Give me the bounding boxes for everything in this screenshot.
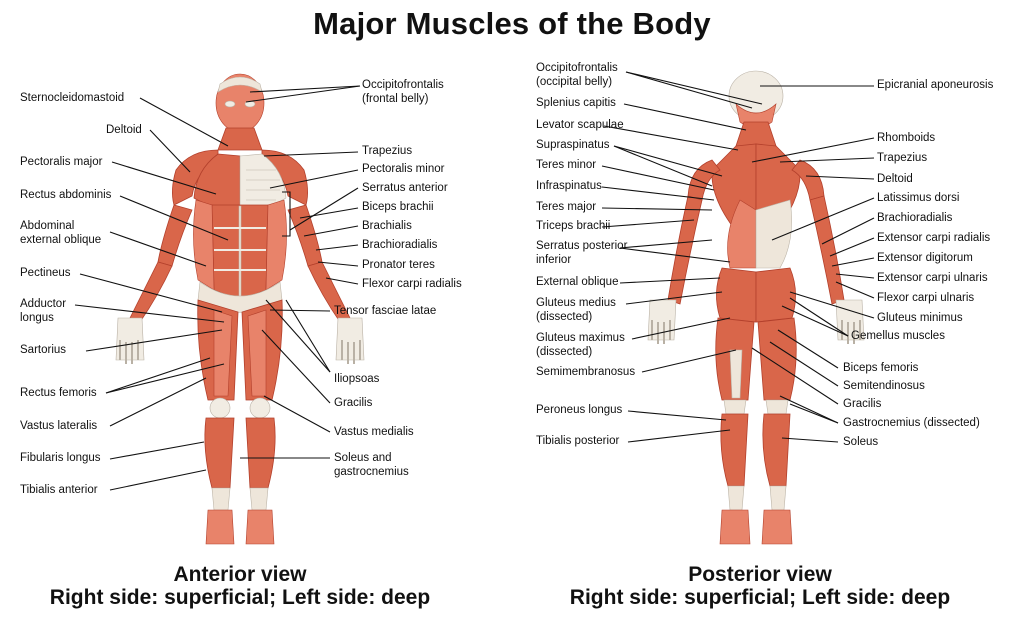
label-extensor-carpi-ulnaris: Extensor carpi ulnaris — [877, 272, 988, 284]
label-gluteus-medius: Gluteus medius (dissected) — [536, 297, 616, 323]
label-gluteus-minimus: Gluteus minimus — [877, 312, 963, 324]
label-flexor-carpi-radialis: Flexor carpi radialis — [362, 278, 462, 290]
label-serratus-posterior-inferior: Serratus posterior inferior — [536, 240, 628, 266]
label-teres-major: Teres major — [536, 201, 597, 213]
label-gemellus-muscles: Gemellus muscles — [851, 330, 945, 342]
label-soleus-posterior: Soleus — [843, 436, 879, 448]
label-supraspinatus: Supraspinatus — [536, 139, 610, 151]
label-vastus-lateralis: Vastus lateralis — [20, 420, 98, 432]
posterior-figure — [647, 70, 865, 545]
label-fibularis-longus: Fibularis longus — [20, 452, 101, 464]
label-pronator-teres: Pronator teres — [362, 259, 435, 271]
posterior-view-title: Posterior view — [688, 563, 832, 586]
anterior-figure — [115, 73, 365, 545]
label-gluteus-maximus: Gluteus maximus (dissected) — [536, 332, 625, 358]
label-brachialis: Brachialis — [362, 220, 412, 232]
label-triceps-brachii: Triceps brachii — [536, 220, 611, 232]
label-pectineus: Pectineus — [20, 267, 71, 279]
label-abdominal-external-oblique: Abdominal external oblique — [20, 220, 102, 246]
label-serratus-anterior: Serratus anterior — [362, 182, 448, 194]
label-gastrocnemius-dissected: Gastrocnemius (dissected) — [843, 417, 980, 429]
label-external-oblique: External oblique — [536, 276, 619, 288]
anterior-right-leaders — [240, 85, 361, 459]
label-tibialis-posterior: Tibialis posterior — [536, 435, 620, 447]
label-tibialis-anterior: Tibialis anterior — [20, 484, 98, 496]
label-brachioradialis-anterior: Brachioradialis — [362, 239, 438, 251]
label-rectus-femoris: Rectus femoris — [20, 387, 97, 399]
label-vastus-medialis: Vastus medialis — [334, 426, 414, 438]
posterior-left-leaders — [601, 71, 763, 443]
page-title: Major Muscles of the Body — [313, 6, 711, 41]
posterior-caption: Posterior view Right side: superficial; … — [520, 563, 1000, 609]
label-trapezius-posterior: Trapezius — [877, 152, 928, 164]
label-flexor-carpi-ulnaris: Flexor carpi ulnaris — [877, 292, 975, 304]
label-occipitofrontalis-frontal: Occipitofrontalis (frontal belly) — [362, 79, 444, 105]
label-soleus-gastrocnemius: Soleus and gastrocnemius — [334, 452, 409, 478]
label-splenius-capitis: Splenius capitis — [536, 97, 616, 109]
label-pectoralis-minor: Pectoralis minor — [362, 163, 445, 175]
label-extensor-carpi-radialis: Extensor carpi radialis — [877, 232, 991, 244]
label-extensor-digitorum: Extensor digitorum — [877, 252, 973, 264]
posterior-view-subtitle: Right side: superficial; Left side: deep — [569, 586, 951, 609]
anterior-view-subtitle: Right side: superficial; Left side: deep — [49, 586, 431, 609]
label-iliopsoas: Iliopsoas — [334, 373, 380, 385]
label-gracilis-anterior: Gracilis — [334, 397, 373, 409]
label-infraspinatus: Infraspinatus — [536, 180, 602, 192]
label-deltoid-anterior: Deltoid — [106, 124, 142, 136]
label-biceps-brachii: Biceps brachii — [362, 201, 434, 213]
anterior-caption: Anterior view Right side: superficial; L… — [0, 563, 480, 609]
label-sartorius: Sartorius — [20, 344, 67, 356]
label-tensor-fasciae-latae: Tensor fasciae latae — [334, 305, 437, 317]
label-latissimus-dorsi: Latissimus dorsi — [877, 192, 960, 204]
label-biceps-femoris: Biceps femoris — [843, 362, 919, 374]
posterior-right-leaders — [751, 85, 875, 443]
label-brachioradialis-posterior: Brachioradialis — [877, 212, 953, 224]
label-pectoralis-major: Pectoralis major — [20, 156, 103, 168]
label-occipitofrontalis-occipital: Occipitofrontalis (occipital belly) — [536, 62, 618, 88]
label-gracilis-posterior: Gracilis — [843, 398, 882, 410]
label-adductor-longus: Adductor longus — [20, 298, 67, 324]
label-deltoid-posterior: Deltoid — [877, 173, 913, 185]
label-semitendinosus: Semitendinosus — [843, 380, 925, 392]
label-teres-minor: Teres minor — [536, 159, 597, 171]
anterior-view-title: Anterior view — [173, 563, 307, 586]
label-trapezius-anterior: Trapezius — [362, 145, 413, 157]
label-rectus-abdominis: Rectus abdominis — [20, 189, 112, 201]
label-sternocleidomastoid: Sternocleidomastoid — [20, 92, 125, 104]
anterior-left-leaders — [74, 97, 229, 491]
label-epicranial-aponeurosis: Epicranial aponeurosis — [877, 79, 994, 91]
label-levator-scapulae: Levator scapulae — [536, 119, 624, 131]
label-semimembranosus: Semimembranosus — [536, 366, 636, 378]
label-peroneus-longus: Peroneus longus — [536, 404, 623, 416]
label-rhomboids: Rhomboids — [877, 132, 936, 144]
